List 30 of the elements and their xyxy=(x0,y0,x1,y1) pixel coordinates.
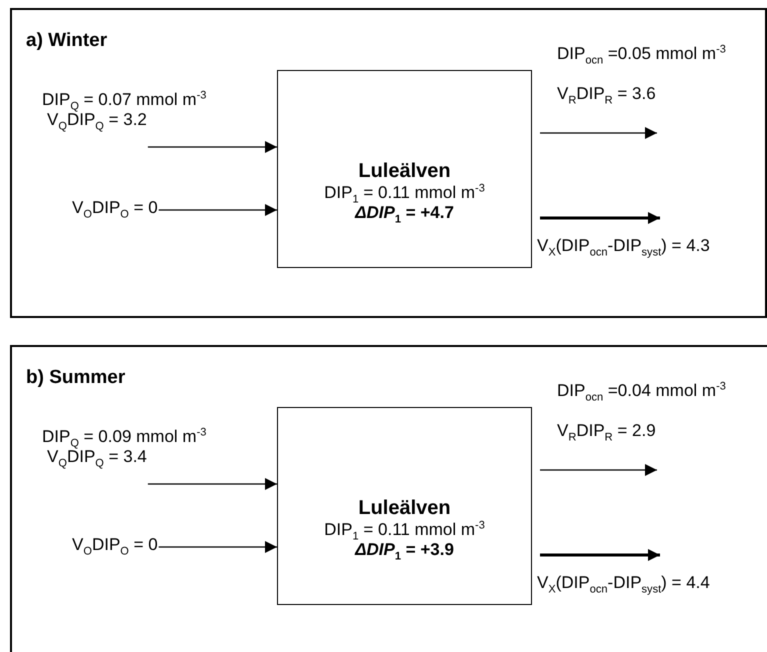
arrow xyxy=(158,204,277,216)
edge-label: V$_{R}$DIP$_{R}$ = 2.9 xyxy=(557,421,656,441)
arrow xyxy=(540,127,657,139)
box-heading: Luleälven xyxy=(357,496,452,520)
ocean-concentration-label: DIP$_{ocn}$ =0.05 mmol m$^{-3}$ xyxy=(557,44,726,64)
arrow xyxy=(148,141,277,153)
arrow xyxy=(540,549,660,561)
flux-label: V$_{O}$DIP$_{O}$ = 0 xyxy=(72,535,158,559)
edge-label: V$_{R}$DIP$_{R}$ = 3.6 xyxy=(557,84,656,104)
edge-label: V$_{X}$(DIP$_{ocn}$-DIP$_{syst}$) = 4.4 xyxy=(537,573,711,593)
panel-frame xyxy=(10,8,767,318)
box-text: DIP$_{1}$ = 0.11 mmol m$^{-3}$ xyxy=(323,520,486,540)
box-text: ΔDIP$_{1}$ = +3.9 xyxy=(354,540,455,560)
process-box xyxy=(277,407,532,605)
arrow xyxy=(158,541,277,553)
arrow xyxy=(148,478,277,490)
panel-frame xyxy=(10,345,767,652)
edge-label: V$_{X}$(DIP$_{ocn}$-DIP$_{syst}$) = 4.3 xyxy=(537,236,711,256)
flux-label: V$_{O}$DIP$_{O}$ = 0 xyxy=(72,198,158,222)
box-heading: Luleälven xyxy=(357,159,452,183)
process-box xyxy=(277,70,532,268)
ocean-concentration-label: DIP$_{ocn}$ =0.04 mmol m$^{-3}$ xyxy=(557,381,726,401)
panel-title: a) Winter xyxy=(26,30,108,52)
arrow xyxy=(540,212,660,224)
panel-title: b) Summer xyxy=(26,367,126,389)
box-text: DIP$_{1}$ = 0.11 mmol m$^{-3}$ xyxy=(323,183,486,203)
box-text: ΔDIP$_{1}$ = +4.7 xyxy=(354,203,455,223)
concentration-label: DIP$_{Q}$ = 0.09 mmol m$^{-3}$ xyxy=(42,427,206,447)
arrow xyxy=(540,464,657,476)
concentration-label: DIP$_{Q}$ = 0.07 mmol m$^{-3}$ xyxy=(42,90,206,110)
